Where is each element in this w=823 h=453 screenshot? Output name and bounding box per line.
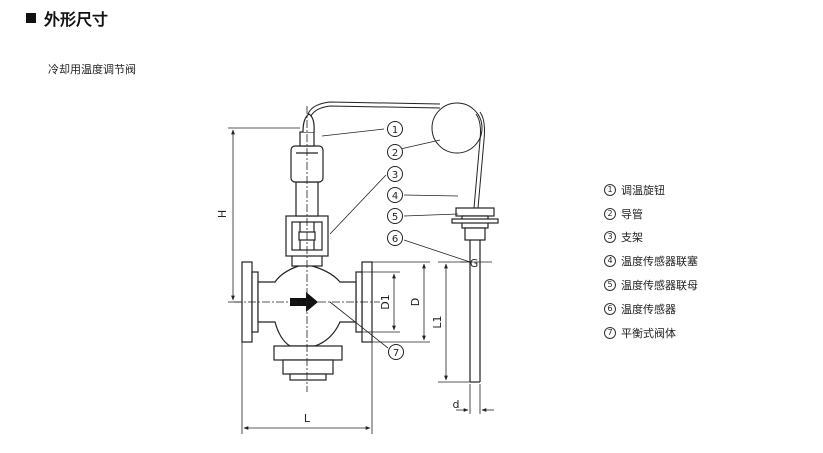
svg-text:3: 3 — [392, 170, 398, 181]
legend-number: 3 — [604, 231, 616, 244]
svg-text:5: 5 — [392, 212, 398, 223]
legend-item: 1 调温旋钮 — [604, 178, 698, 202]
legend-number: 1 — [604, 183, 616, 196]
legend-number: 5 — [604, 279, 616, 292]
dim-label-G: G — [470, 257, 479, 270]
callout-3: 3 — [387, 166, 403, 182]
leader-lines — [321, 128, 471, 349]
legend-label: 温度传感器 — [621, 302, 676, 316]
legend-number: 6 — [604, 302, 616, 315]
dim-label-d: d — [453, 398, 460, 411]
callout-6: 6 — [387, 230, 403, 246]
legend-item: 5 温度传感器联母 — [604, 273, 698, 297]
legend-label: 温度传感器联母 — [621, 279, 698, 293]
dim-label-H: H — [216, 210, 229, 218]
svg-text:6: 6 — [392, 234, 398, 245]
legend-label: 平衡式阀体 — [621, 326, 676, 340]
temperature-sensor — [451, 207, 499, 383]
legend-item: 2 导管 — [604, 202, 698, 226]
parts-legend: 1 调温旋钮 2 导管 3 支架 4 温度传感器联塞 5 温度传感器联母 6 温度传感器 7… — [604, 178, 698, 345]
svg-text:1: 1 — [392, 125, 398, 136]
callout-5: 5 — [387, 208, 403, 224]
callout-1: 1 — [387, 121, 403, 137]
svg-text:7: 7 — [393, 348, 399, 359]
dim-label-L1: L1 — [431, 315, 444, 328]
legend-label: 支架 — [621, 231, 643, 245]
legend-label: 导管 — [621, 207, 643, 221]
capillary-tube — [307, 101, 485, 209]
dim-label-D: D — [409, 298, 422, 306]
section-heading: 外形尺寸 — [26, 6, 108, 30]
section-title: 外形尺寸 — [44, 10, 109, 29]
callout-7: 7 — [388, 344, 404, 360]
drawing-subtitle: 冷却用温度调节阀 — [48, 63, 136, 76]
legend-label: 温度传感器联塞 — [621, 255, 698, 269]
svg-text:4: 4 — [392, 191, 398, 202]
dim-label-L: L — [304, 412, 311, 425]
dim-label-D1: D1 — [379, 294, 392, 309]
svg-text:2: 2 — [392, 148, 398, 159]
legend-number: 4 — [604, 255, 616, 268]
legend-item: 6 温度传感器 — [604, 297, 698, 321]
legend-item: 3 支架 — [604, 226, 698, 250]
legend-number: 7 — [604, 326, 616, 339]
legend-number: 2 — [604, 207, 616, 220]
legend-item: 4 温度传感器联塞 — [604, 249, 698, 273]
dimension-lines — [228, 106, 494, 434]
callout-4: 4 — [387, 187, 403, 203]
legend-label: 调温旋钮 — [621, 183, 665, 197]
square-bullet-icon — [26, 13, 36, 23]
callout-2: 2 — [387, 144, 403, 160]
legend-item: 7 平衡式阀体 — [604, 321, 698, 345]
